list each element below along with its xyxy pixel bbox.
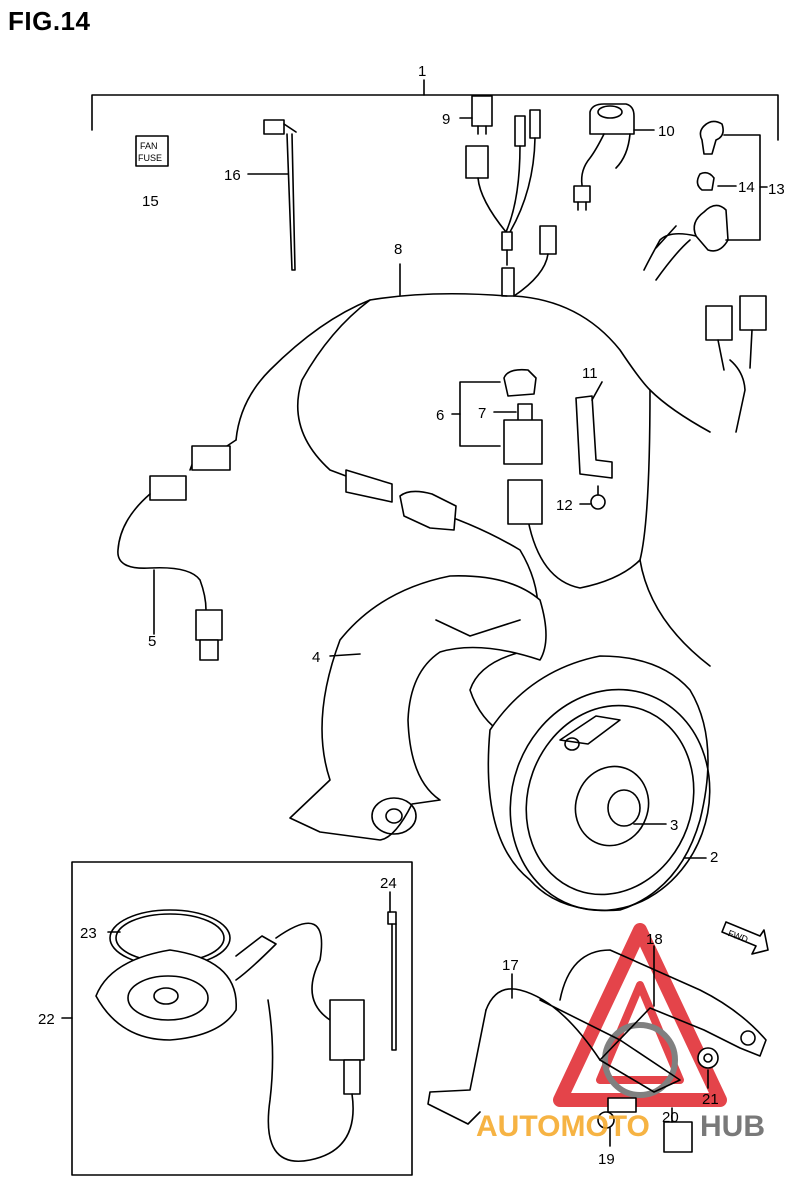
callout-8: 8 — [394, 241, 402, 258]
fuse-9 — [471, 95, 493, 135]
main-wire-harness-8 — [235, 263, 746, 736]
callout-23: 23 — [80, 925, 97, 942]
callout-14: 14 — [738, 179, 755, 196]
fuse-label-line2: FUSE — [138, 153, 162, 163]
callout-24: 24 — [380, 875, 397, 892]
bolt-19 — [597, 1097, 637, 1129]
cable-tie-16 — [263, 119, 297, 271]
figure-title: FIG.14 — [8, 6, 91, 36]
thermo-switch-5 — [117, 439, 237, 661]
callout-3: 3 — [670, 817, 678, 834]
fan-fuse-part — [135, 135, 169, 167]
callout-15: 15 — [142, 193, 159, 210]
callout-2: 2 — [710, 849, 718, 866]
relay-10 — [573, 103, 635, 211]
callout-22: 22 — [38, 1011, 55, 1028]
callout-18: 18 — [646, 931, 663, 948]
watermark-text-a: AUTOMOTO — [476, 1110, 650, 1143]
fuse-label-line1: FAN — [140, 141, 158, 151]
nut-21 — [697, 1047, 719, 1069]
callout-6: 6 — [436, 407, 444, 424]
relay-6 — [451, 368, 543, 525]
leader-lines — [107, 117, 709, 1147]
motor-coupler — [345, 469, 457, 531]
callout-13: 13 — [768, 181, 785, 198]
screw-12 — [590, 485, 606, 510]
thermo-housing-22 — [95, 922, 365, 1162]
callout-5: 5 — [148, 633, 156, 650]
watermark-logo — [553, 923, 727, 1107]
watermark-text-b: HUB — [700, 1110, 765, 1143]
callout-17: 17 — [502, 957, 519, 974]
callout-10: 10 — [658, 123, 675, 140]
callout-7: 7 — [478, 405, 486, 422]
fan-bracket-17 — [427, 949, 767, 1125]
relay-bracket-11 — [575, 395, 613, 479]
callout-16: 16 — [224, 167, 241, 184]
harness-connector-top — [513, 225, 557, 297]
coupler-pair-right — [705, 295, 767, 371]
cable-tie-24 — [387, 911, 397, 1051]
collar-20 — [663, 1121, 693, 1153]
callout-1: 1 — [418, 63, 426, 80]
callout-9: 9 — [442, 111, 450, 128]
assembly-bracket-1 — [91, 79, 779, 141]
callout-21: 21 — [702, 1091, 719, 1108]
kit-box-22 — [61, 861, 413, 1176]
fwd-arrow-icon — [721, 921, 769, 955]
fan-shroud-4 — [289, 575, 547, 841]
callout-19: 19 — [598, 1151, 615, 1168]
bulb-13-group — [643, 120, 768, 281]
watermark-text: AUTOMOTO HUB — [476, 1110, 765, 1143]
callout-11: 11 — [582, 365, 598, 382]
callout-12: 12 — [556, 497, 573, 514]
callout-4: 4 — [312, 649, 320, 666]
callout-20: 20 — [662, 1109, 679, 1126]
fan-motor-2 — [487, 655, 711, 912]
fuse-holder — [465, 109, 541, 297]
